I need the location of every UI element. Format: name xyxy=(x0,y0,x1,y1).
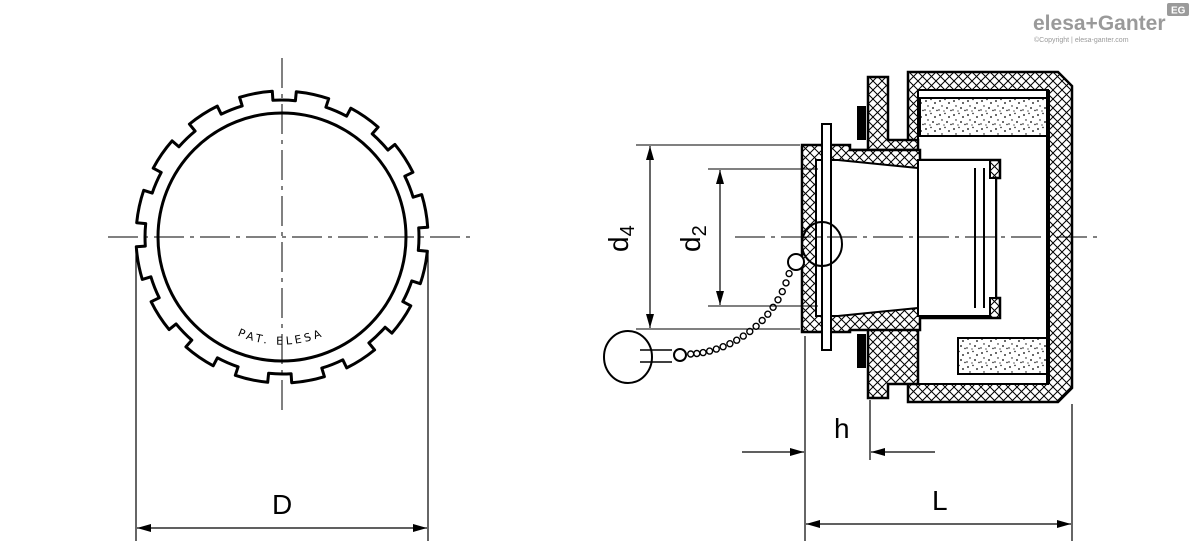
foam-insert-bottom xyxy=(957,337,1049,375)
chain-bead xyxy=(726,340,734,348)
brand-badge xyxy=(1167,3,1189,16)
foam-insert-top xyxy=(919,97,1049,137)
chain-bead xyxy=(733,336,741,344)
inner-circle xyxy=(156,111,408,363)
chain-tag-link xyxy=(640,349,672,363)
chain-bead xyxy=(758,316,766,325)
knurled-outer-ring xyxy=(134,89,430,385)
gasket-bottom xyxy=(857,334,866,368)
side-section-view: d4 d2 h L xyxy=(603,70,1100,541)
chain-bead xyxy=(778,287,786,296)
plug-bore xyxy=(815,159,997,317)
chain-bead xyxy=(764,310,772,318)
chain-bead xyxy=(712,345,720,353)
chain-bead xyxy=(699,348,707,357)
chain-bead xyxy=(769,303,777,311)
chain-bead xyxy=(693,349,701,358)
dimension-label-d4: d4 xyxy=(603,225,639,252)
chain-bead xyxy=(774,296,782,304)
chain-bead xyxy=(785,269,793,278)
front-view: PAT. ELESA D xyxy=(108,58,470,541)
brand-badge-text: EG xyxy=(1171,6,1186,17)
pat-elesa-marking: PAT. ELESA xyxy=(236,326,326,347)
retaining-chain xyxy=(603,221,843,384)
gasket-top xyxy=(857,106,866,140)
dimension-label-h: h xyxy=(834,413,850,444)
dimension-label-D: D xyxy=(272,489,292,520)
brand-name: elesa+Ganter xyxy=(1033,12,1166,35)
dimension-label-L: L xyxy=(932,485,948,516)
chain-bead xyxy=(739,332,747,340)
chain-bead xyxy=(782,279,790,287)
chain-bead xyxy=(752,322,760,330)
chain-bead xyxy=(687,350,695,358)
brand-copyright: ©Copyright | elesa-ganter.com xyxy=(1034,36,1129,44)
chain-ring xyxy=(787,253,805,271)
dimension-label-d2: d2 xyxy=(675,225,711,252)
chain-bead xyxy=(705,347,714,355)
chain-bead xyxy=(719,343,727,351)
chain-beads xyxy=(687,269,793,358)
chain-tag xyxy=(603,330,653,384)
chain-loop xyxy=(801,221,843,267)
chain-end-ring xyxy=(673,348,687,362)
brand-logo: elesa+Ganter EG ©Copyright | elesa-gante… xyxy=(1033,3,1189,44)
